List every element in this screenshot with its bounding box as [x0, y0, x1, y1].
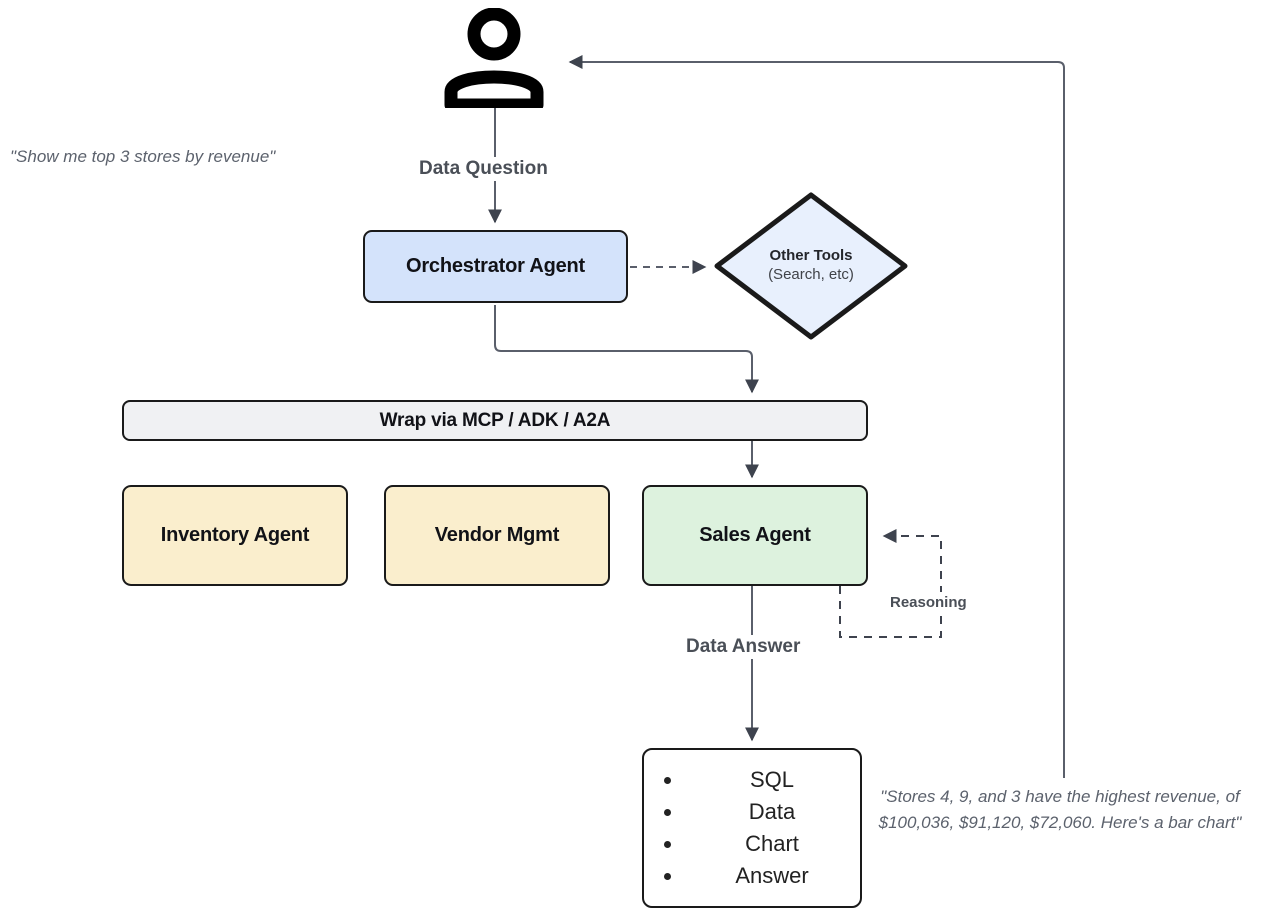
node-other-tools[interactable]: Other Tools (Search, etc) [712, 190, 910, 342]
sales-agent-label: Sales Agent [699, 524, 811, 546]
orchestrator-agent-label: Orchestrator Agent [405, 255, 586, 277]
edge-label-reasoning: Reasoning [886, 592, 971, 613]
node-sales-agent[interactable]: Sales Agent [642, 485, 868, 586]
edge-label-data-answer: Data Answer [679, 635, 808, 659]
diamond-shape [714, 192, 908, 340]
output-artifact-list: SQL Data Chart Answer [662, 764, 860, 892]
list-item: Answer [684, 860, 860, 892]
annotation-user-quote: "Show me top 3 stores by revenue" [10, 147, 276, 166]
other-tools-text: Other Tools (Search, etc) [768, 247, 854, 285]
node-inventory-agent[interactable]: Inventory Agent [122, 485, 348, 586]
node-output-artifacts[interactable]: SQL Data Chart Answer [642, 748, 862, 908]
node-orchestrator-agent[interactable]: Orchestrator Agent [363, 230, 628, 303]
wrap-bar-label: Wrap via MCP / ADK / A2A [379, 409, 611, 431]
vendor-mgmt-label: Vendor Mgmt [434, 524, 560, 546]
inventory-agent-label: Inventory Agent [160, 524, 310, 546]
list-item: Chart [684, 828, 860, 860]
list-item: Data [684, 796, 860, 828]
person-icon [444, 7, 544, 112]
annotation-answer-quote: "Stores 4, 9, and 3 have the highest rev… [878, 787, 1242, 833]
other-tools-subtitle: (Search, etc) [768, 266, 854, 283]
node-vendor-mgmt[interactable]: Vendor Mgmt [384, 485, 610, 586]
list-item: SQL [684, 764, 860, 796]
other-tools-title: Other Tools [769, 247, 853, 265]
edge-label-data-question: Data Question [412, 157, 555, 181]
node-wrap-via-mcp-adk-a2a[interactable]: Wrap via MCP / ADK / A2A [122, 400, 868, 441]
